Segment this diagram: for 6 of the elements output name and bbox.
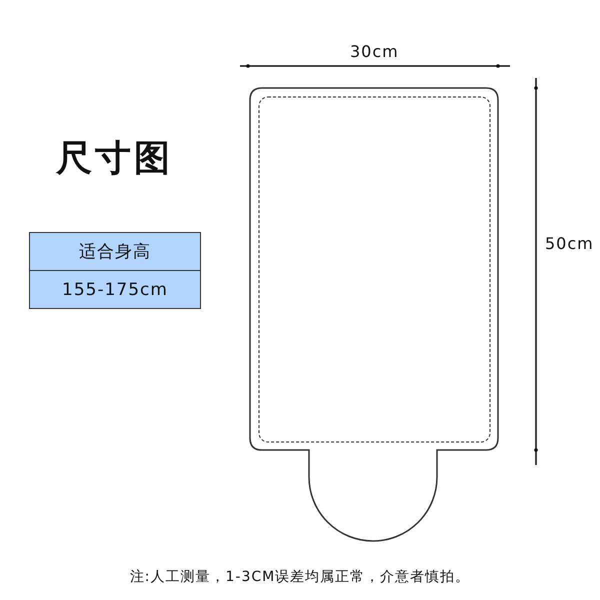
table-cell: 155-175cm: [29, 270, 201, 309]
note: 注:人工测量，1-3CM误差均属正常，介意者慎拍。: [128, 568, 472, 586]
table-header-cell: 适合身高: [29, 232, 201, 271]
title: 尺寸图: [56, 137, 173, 181]
dimension-label: 50cm: [545, 234, 594, 253]
dimension-label: 30cm: [350, 42, 399, 61]
